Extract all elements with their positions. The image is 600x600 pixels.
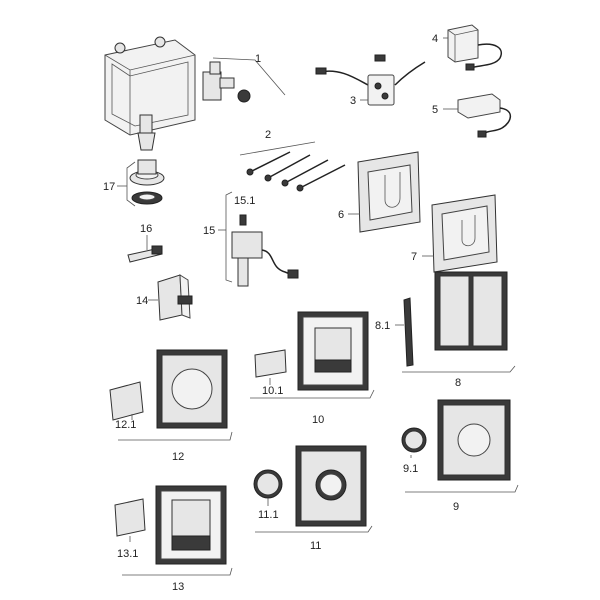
part-1-valve (202, 61, 251, 103)
label-7: 7 (411, 251, 417, 263)
label-16: 16 (140, 223, 152, 235)
part-16-cartridge (127, 245, 163, 263)
label-10: 10 (312, 414, 324, 426)
label-12-1: 12.1 (115, 419, 136, 431)
label-3: 3 (350, 95, 356, 107)
part-7-mounting-frame (431, 194, 498, 273)
part-3-cable-module (315, 54, 426, 106)
part-15-solenoid-valve (231, 214, 299, 287)
part-17-connector (129, 159, 165, 205)
part-8-cover-plate (403, 271, 508, 367)
part-6-mounting-frame (357, 151, 421, 233)
label-9: 9 (453, 501, 459, 513)
label-13-1: 13.1 (117, 548, 138, 560)
label-4: 4 (432, 33, 438, 45)
label-1: 1 (255, 53, 261, 65)
part-5-power-supply (457, 93, 512, 138)
part-1-concealed-box (104, 36, 196, 151)
label-8-1: 8.1 (375, 320, 390, 332)
label-8: 8 (455, 377, 461, 389)
label-5: 5 (432, 104, 438, 116)
label-6: 6 (338, 209, 344, 221)
label-11: 11 (310, 540, 321, 552)
part-13-cover-plate (114, 485, 227, 565)
part-12-cover-plate (109, 349, 228, 429)
label-10-1: 10.1 (262, 385, 283, 397)
label-15-1: 15.1 (234, 195, 255, 207)
label-12: 12 (172, 451, 184, 463)
part-14-electronics-module (157, 274, 193, 321)
part-10-cover-plate (254, 311, 369, 391)
label-11-1: 11.1 (258, 509, 279, 521)
label-14: 14 (136, 295, 148, 307)
label-17: 17 (103, 181, 115, 193)
part-11-cover-plate (253, 445, 367, 527)
part-2-screws (246, 151, 346, 192)
label-13: 13 (172, 581, 184, 593)
label-15: 15 (203, 225, 215, 237)
label-2: 2 (265, 129, 271, 141)
part-4-transformer (447, 24, 502, 71)
label-9-1: 9.1 (403, 463, 418, 475)
part-9-cover-plate (401, 399, 511, 481)
